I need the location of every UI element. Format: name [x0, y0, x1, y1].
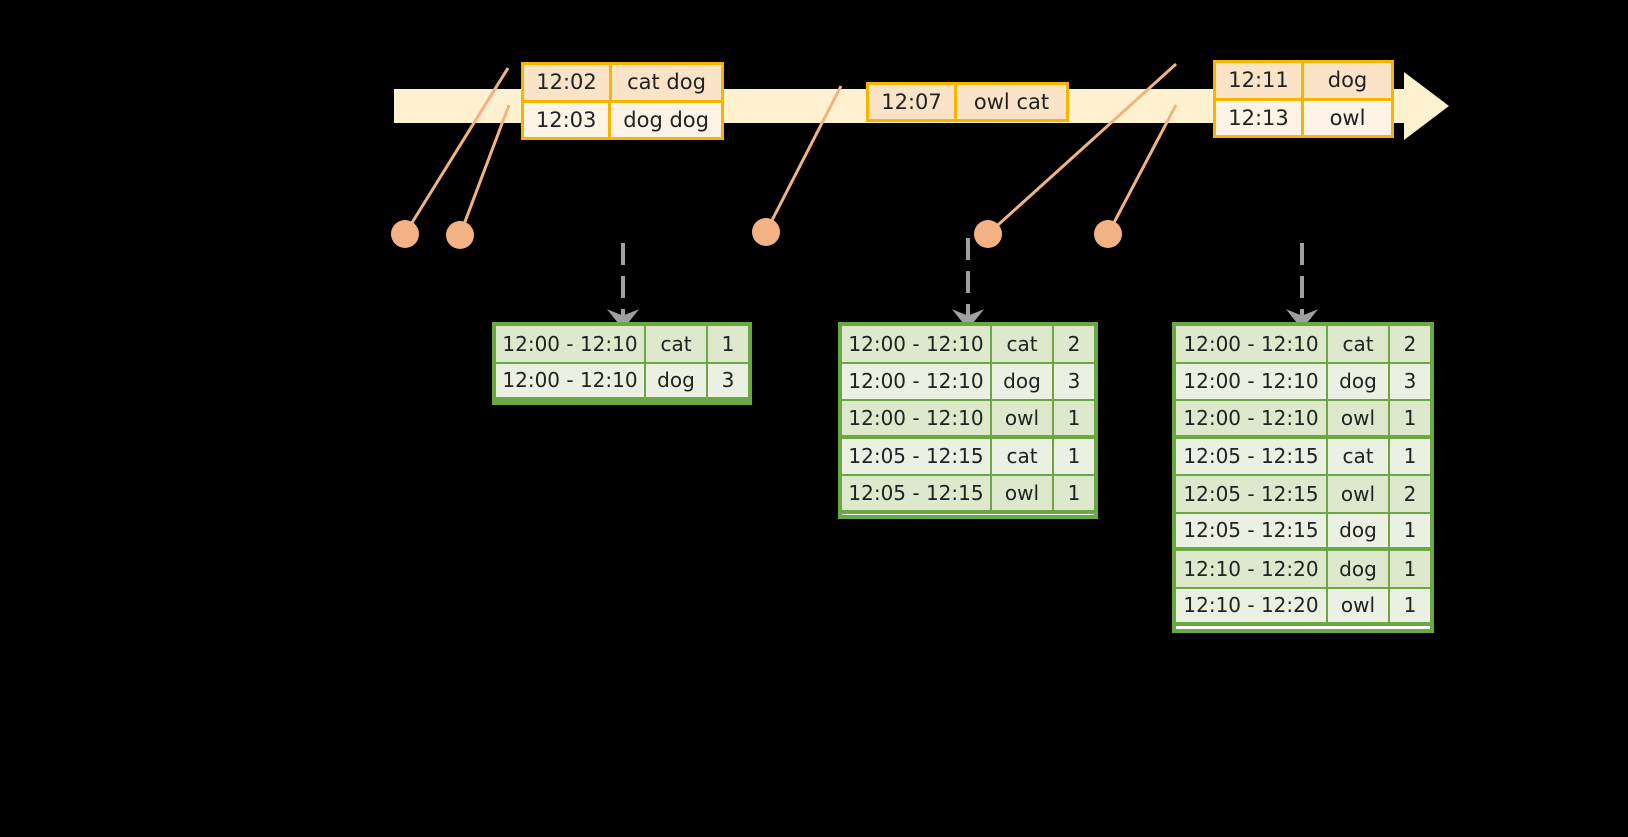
- cell-word: dog: [646, 363, 708, 401]
- cell-count: 1: [1054, 401, 1094, 439]
- cell-word: cat: [1328, 438, 1390, 476]
- event-row[interactable]: 12:13 owl: [1216, 97, 1391, 135]
- cell-word: cat: [646, 326, 708, 364]
- cell-word: dog: [1328, 551, 1390, 589]
- event-words: dog: [1327, 68, 1368, 93]
- cell-window: 12:00 - 12:10: [842, 326, 992, 364]
- event-row[interactable]: 12:11 dog: [1216, 63, 1391, 98]
- event-time: 12:03: [524, 102, 612, 137]
- cell-count: 1: [1054, 439, 1094, 476]
- cell-word: owl: [992, 401, 1054, 439]
- connector-dot-1[interactable]: [391, 220, 419, 248]
- timeline-arrowhead: [1404, 72, 1449, 140]
- connector-line-5: [1106, 104, 1178, 235]
- event-time: 12:11: [1216, 63, 1304, 98]
- event-time: 12:13: [1216, 100, 1304, 135]
- cell-word: dog: [1328, 363, 1390, 401]
- cell-word: owl: [992, 476, 1054, 514]
- cell-window: 12:00 - 12:10: [1176, 363, 1328, 401]
- cell-word: cat: [1328, 326, 1390, 364]
- event-group-3[interactable]: 12:11 dog 12:13 owl: [1213, 60, 1394, 138]
- event-time: 12:02: [524, 65, 612, 100]
- cell-word: owl: [1328, 588, 1390, 626]
- cell-window: 12:05 - 12:15: [842, 438, 992, 476]
- cell-window: 12:05 - 12:15: [1176, 438, 1328, 476]
- cell-window: 12:05 - 12:15: [1176, 476, 1328, 514]
- cell-count: 1: [1390, 439, 1430, 476]
- connector-dot-4[interactable]: [974, 220, 1002, 248]
- cell-word: owl: [1328, 476, 1390, 514]
- connector-line-2: [458, 104, 511, 236]
- cell-window: 12:10 - 12:20: [1176, 588, 1328, 626]
- cell-count: 2: [1054, 326, 1094, 364]
- cell-count: 3: [1390, 364, 1430, 401]
- cell-window: 12:00 - 12:10: [842, 401, 992, 439]
- connector-dot-3[interactable]: [752, 218, 780, 246]
- event-row[interactable]: 12:03 dog dog: [524, 99, 721, 137]
- cell-word: cat: [992, 438, 1054, 476]
- event-words: owl cat: [973, 90, 1050, 114]
- cell-count: 3: [1054, 364, 1094, 401]
- cell-word: owl: [1328, 401, 1390, 439]
- cell-count: 1: [1390, 401, 1430, 439]
- event-words: owl: [1329, 105, 1366, 130]
- cell-window: 12:00 - 12:10: [496, 326, 646, 364]
- connector-dot-5[interactable]: [1094, 220, 1122, 248]
- cell-count: 1: [1390, 514, 1430, 551]
- connector-dot-2[interactable]: [446, 221, 474, 249]
- cell-window: 12:00 - 12:10: [1176, 401, 1328, 439]
- cell-word: dog: [1328, 513, 1390, 551]
- cell-count: 3: [708, 364, 748, 401]
- cell-count: 1: [1390, 551, 1430, 589]
- cell-word: dog: [992, 363, 1054, 401]
- event-time: 12:07: [869, 85, 957, 119]
- cell-count: 1: [1054, 476, 1094, 514]
- cell-window: 12:05 - 12:15: [842, 476, 992, 514]
- cell-count: 1: [708, 326, 748, 364]
- event-words: dog dog: [623, 107, 709, 132]
- cell-count: 2: [1390, 326, 1430, 364]
- cell-count: 2: [1390, 476, 1430, 514]
- cell-word: cat: [992, 326, 1054, 364]
- event-words: cat dog: [627, 70, 706, 95]
- event-row[interactable]: 12:07 owl cat: [869, 85, 1066, 119]
- cell-window: 12:00 - 12:10: [496, 363, 646, 401]
- cell-window: 12:05 - 12:15: [1176, 513, 1328, 551]
- event-row[interactable]: 12:02 cat dog: [524, 65, 721, 100]
- event-group-1[interactable]: 12:02 cat dog 12:03 dog dog: [521, 62, 724, 140]
- cell-window: 12:00 - 12:10: [842, 363, 992, 401]
- cell-window: 12:00 - 12:10: [1176, 326, 1328, 364]
- cell-window: 12:10 - 12:20: [1176, 551, 1328, 589]
- cell-count: 1: [1390, 589, 1430, 626]
- event-group-2[interactable]: 12:07 owl cat: [866, 82, 1069, 122]
